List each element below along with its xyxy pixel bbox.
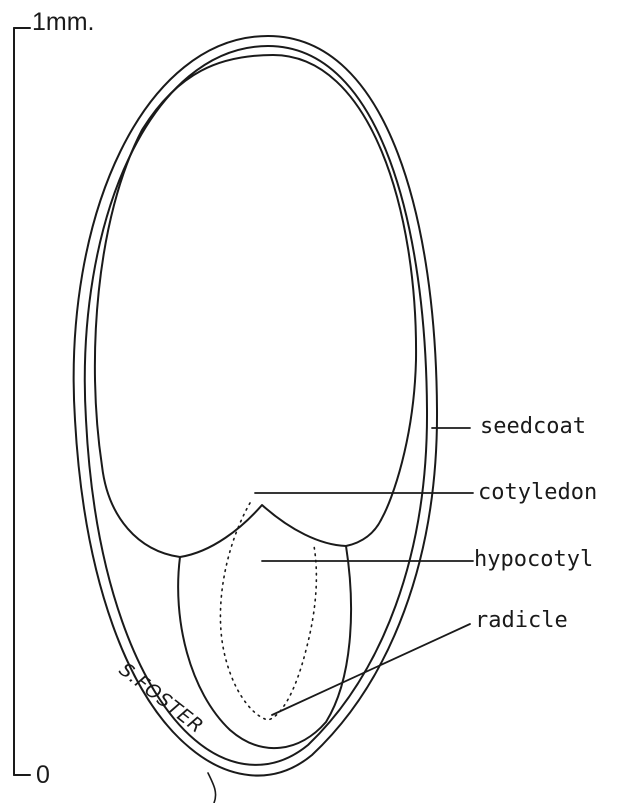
hypocotyl-outline [178,546,351,748]
label-seedcoat: seedcoat [480,416,586,438]
seedcoat-inner [85,46,427,765]
radicle-dotted-path [220,503,316,720]
label-radicle: radicle [475,610,568,632]
signature-flourish [208,773,216,803]
label-hypocotyl: hypocotyl [474,549,593,571]
hypocotyl-body [178,546,351,748]
scale-bar [14,28,30,775]
radicle-dotted-outline [220,503,316,720]
scale-bottom-label: 0 [36,763,50,788]
scale-top-label: 1mm. [32,10,95,35]
signature-hook [208,773,216,803]
radicle-leader [272,624,470,715]
label-cotyledon: cotyledon [478,482,597,504]
leader-lines [255,428,473,715]
